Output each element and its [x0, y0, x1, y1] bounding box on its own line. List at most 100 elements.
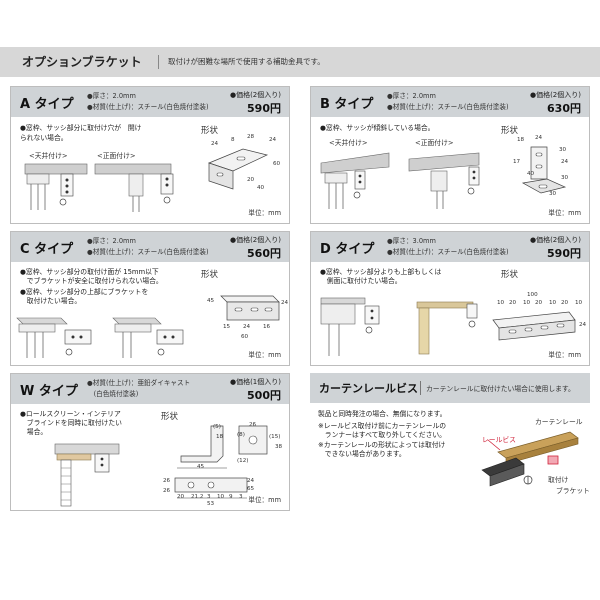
price-label: ●価格(2個入り): [529, 236, 581, 244]
dim-label: 20: [561, 300, 569, 306]
rail-line-3: ランナーはすべて取り外してください。: [318, 431, 446, 439]
rail-screw-header: カーテンレールビス カーテンレールに取付けたい場合に使用します。: [310, 373, 590, 403]
dim-label: 20: [177, 494, 185, 500]
unit-label: 単位：mm: [548, 209, 581, 217]
usage-note-2: でブラケットが安全に取付けられない場合。: [20, 277, 163, 285]
card-b-type: B タイプ ●厚さ：2.0mm ●材質(仕上げ)：スチール(白色焼付塗装) ●価…: [310, 86, 590, 224]
dim-label: 17: [513, 159, 521, 165]
card-header: [11, 87, 289, 117]
rail-line-2: ※レールビス取付け前にカーテンレールの: [318, 422, 447, 430]
dim-label: 53: [207, 501, 215, 507]
mount-illustration: [320, 152, 480, 209]
usage-note-2: 側面に取付けたい場合。: [320, 277, 402, 285]
usage-note-1: ●窓枠、サッシ部分よりも上部もしくは: [320, 268, 442, 276]
rail-line-5: できない場合があります。: [318, 450, 406, 458]
dim-label: (8): [237, 432, 245, 438]
dim-label: 26: [163, 478, 171, 484]
dim-label: 24: [281, 300, 289, 306]
unit-label: 単位：mm: [248, 496, 281, 504]
title-divider: [158, 55, 159, 69]
spec-thickness: ●厚さ：3.0mm: [387, 237, 436, 245]
label-rail-screw: レールビス: [482, 436, 516, 444]
dim-label: 24: [579, 322, 587, 328]
dim-label: (5): [213, 424, 221, 430]
dim-label: 10: [549, 300, 557, 306]
usage-note-3: ●窓枠、サッシ部分の上部にブラケットを: [20, 288, 149, 296]
spec-material: ●材質(仕上げ)：スチール(白色焼付塗装): [387, 248, 509, 256]
dim-label: 38: [275, 444, 283, 450]
dim-label: (12): [237, 458, 249, 464]
price-value: 500円: [247, 389, 281, 402]
dim-label: 21.2: [191, 494, 204, 500]
dim-label: 24: [243, 324, 251, 330]
spec-thickness: ●厚さ：2.0mm: [87, 237, 136, 245]
dim-label: 10: [217, 494, 225, 500]
dim-label: 24: [535, 135, 543, 141]
usage-note: ●窓枠、サッシが傾斜している場合。: [320, 124, 435, 132]
bracket-drawing: [492, 311, 576, 341]
usage-note-4: 取付けたい場合。: [20, 297, 82, 305]
dim-label: 20: [247, 177, 255, 183]
dim-label: 10: [523, 300, 531, 306]
rail-screw-title: カーテンレールビス: [319, 382, 418, 395]
label-ceiling-mount: <天井付け>: [29, 152, 68, 160]
label-front-mount: <正面付け>: [415, 139, 454, 147]
bracket-drawing: [174, 425, 268, 499]
dim-label: 60: [273, 161, 281, 167]
card-d-type: D タイプ ●厚さ：3.0mm ●材質(仕上げ)：スチール(白色焼付塗装) ●価…: [310, 231, 590, 366]
shape-label: 形状: [501, 126, 519, 136]
card-header: [311, 232, 589, 262]
usage-note: ●窓枠、サッシ部分に取付け穴が 開けられない場合。: [20, 124, 142, 142]
mount-illustration: [320, 297, 478, 356]
card-w-type: W タイプ ●材質(仕上げ)：亜鉛ダイキャスト (白色焼付塗装) ●価格(1個入…: [10, 373, 290, 511]
dim-label: 20: [509, 300, 517, 306]
card-header: [311, 87, 589, 117]
type-name: W タイプ: [20, 384, 78, 399]
spec-material: ●材質(仕上げ)：スチール(白色焼付塗装): [87, 103, 209, 111]
spec-thickness: ●厚さ：2.0mm: [387, 92, 436, 100]
price-value: 590円: [247, 102, 281, 115]
rail-line-4: ※カーテンレールの形状によっては取付け: [318, 441, 446, 449]
dim-label: 40: [257, 185, 265, 191]
type-name: B タイプ: [320, 97, 374, 112]
card-header: [11, 374, 289, 404]
type-name: A タイプ: [20, 97, 74, 112]
price-label: ●価格(2個入り): [529, 91, 581, 99]
dim-label: 40: [527, 171, 535, 177]
dim-label: 3: [239, 494, 243, 500]
dim-label: 45: [207, 298, 215, 304]
price-label: ●価格(2個入り): [229, 91, 281, 99]
dim-label: 60: [241, 334, 249, 340]
page-title: オプションブラケット: [22, 55, 142, 69]
dim-label: 26: [163, 488, 171, 494]
rail-line-1: 製品と同時発注の場合、無償になります。: [318, 410, 447, 418]
label-front-mount: <正面付け>: [97, 152, 136, 160]
dim-label: 45: [197, 464, 205, 470]
card-a-type: A タイプ ●厚さ：2.0mm ●材質(仕上げ)：スチール(白色焼付塗装) ●価…: [10, 86, 290, 224]
dim-label: 24: [269, 137, 277, 143]
shape-label: 形状: [161, 412, 179, 422]
page-header: オプションブラケット 取付けが困難な場所で使用する補助金具です。: [0, 47, 600, 77]
rail-screw-illustration: [481, 431, 579, 487]
dim-label: 9: [229, 494, 233, 500]
shape-label: 形状: [201, 270, 219, 280]
dim-label: 28: [247, 134, 255, 140]
usage-note-1: ●窓枠、サッシ部分の取付け面が 15mm以下: [20, 268, 159, 276]
dim-label: 10: [497, 300, 505, 306]
dim-label: 24: [211, 141, 219, 147]
unit-label: 単位：mm: [548, 351, 581, 359]
rail-screw-subtitle: カーテンレールに取付けたい場合に使用します。: [426, 385, 575, 393]
spec-finish: (白色焼付塗装): [87, 390, 139, 398]
spec-material: ●材質(仕上げ)：スチール(白色焼付塗装): [87, 248, 209, 256]
spec-thickness: ●厚さ：2.0mm: [87, 92, 136, 100]
mount-illustration: [24, 163, 174, 212]
dim-label: 3: [207, 494, 211, 500]
price-label: ●価格(2個入り): [229, 236, 281, 244]
mount-illustration: [16, 317, 184, 358]
title-divider: [420, 381, 421, 395]
dim-label: 30: [559, 147, 567, 153]
mount-illustration: [54, 443, 120, 507]
dim-label: 26: [249, 422, 257, 428]
card-c-type: C タイプ ●厚さ：2.0mm ●材質(仕上げ)：スチール(白色焼付塗装) ●価…: [10, 231, 290, 366]
unit-label: 単位：mm: [248, 209, 281, 217]
